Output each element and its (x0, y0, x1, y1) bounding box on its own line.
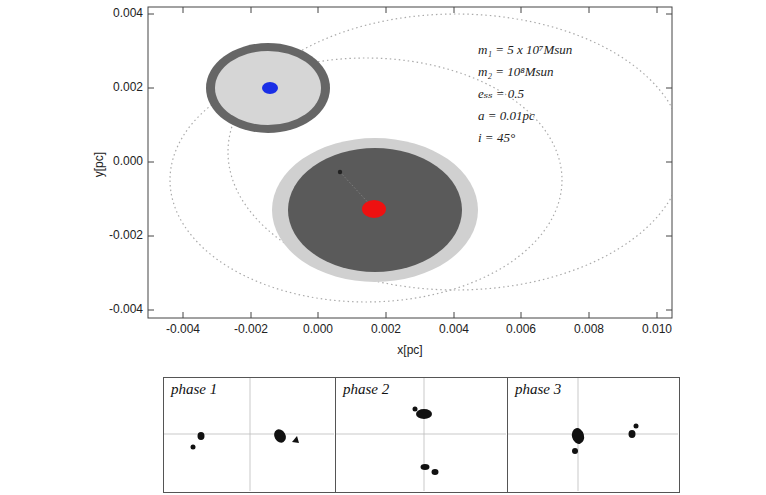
tick-marks (148, 7, 672, 318)
phase-panel: phase 3 (507, 377, 680, 493)
parameter-note: m₂ = 10⁸Msun (478, 65, 554, 79)
tick-label: 0.008 (574, 323, 604, 336)
axis-title: y[pc] (93, 152, 106, 177)
parameter-note: eₛₛ = 0.5 (478, 87, 524, 101)
orbit-drawing (170, 14, 672, 302)
phase-panel: phase 1 (163, 377, 336, 493)
panel-title: phase 3 (515, 381, 561, 398)
crosshair-lines (164, 378, 678, 491)
tick-label: 0.002 (371, 323, 401, 336)
tick-label: 0.004 (439, 323, 469, 336)
parameter-note: m₁ = 5 x 10⁷Msun (478, 43, 572, 57)
panel-title: phase 1 (171, 381, 217, 398)
image-blobs (191, 407, 639, 476)
panel-title: phase 2 (343, 381, 389, 398)
tick-label: -0.004 (166, 323, 200, 336)
parameter-note: i = 45° (478, 131, 515, 145)
tick-label: 0.004 (113, 7, 143, 20)
tick-label: -0.002 (109, 229, 143, 242)
tick-label: 0.006 (506, 323, 536, 336)
phase-panel: phase 2 (335, 377, 508, 493)
tick-label: 0.002 (113, 81, 143, 94)
tick-label: 0.000 (113, 155, 143, 168)
tick-label: 0.010 (642, 323, 672, 336)
parameter-note: a = 0.01pc (478, 109, 535, 123)
tick-label: 0.000 (303, 323, 333, 336)
tick-label: -0.004 (109, 303, 143, 316)
axis-title: x[pc] (397, 344, 422, 357)
tick-label: -0.002 (234, 323, 268, 336)
